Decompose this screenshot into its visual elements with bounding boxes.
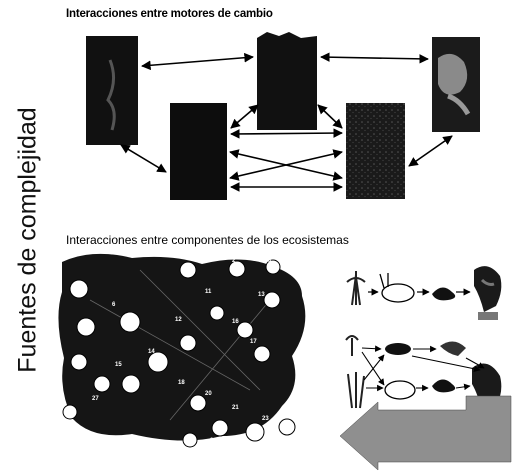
web-node-label: 23	[262, 416, 269, 422]
web-node-label: 27	[92, 396, 99, 402]
web-node-label: 21	[232, 405, 239, 411]
web-node-label: 20	[205, 391, 212, 397]
rabbit2-icon	[384, 380, 416, 400]
bird-icon	[440, 341, 466, 356]
snake2-icon	[432, 379, 456, 393]
hawk-icon	[474, 266, 502, 312]
web-node-label: 3	[268, 258, 272, 264]
arrow-4-5	[230, 128, 343, 139]
mouse-icon	[385, 343, 411, 355]
web-node-label: 24	[210, 438, 217, 444]
grass-icon	[347, 372, 365, 409]
web-node-label: 11	[205, 289, 212, 295]
driver-image-5	[346, 103, 405, 199]
plant-icon	[346, 271, 366, 306]
web-node-label: 14	[148, 349, 155, 355]
driver-arrows	[120, 52, 453, 192]
arrow-1-4	[120, 144, 167, 173]
web-node-label: 15	[115, 362, 122, 368]
web-node-label: 6	[112, 302, 116, 308]
top-section-title: Interacciones entre motores de cambio	[66, 8, 273, 20]
web-node-label: 2	[232, 258, 236, 264]
web-node-label: 25	[240, 442, 247, 448]
web-node-label: 28	[300, 440, 307, 446]
web-node-label: 13	[258, 292, 265, 298]
web-node-label: 29	[300, 430, 307, 436]
flower-icon	[345, 335, 359, 356]
snake-icon	[432, 287, 456, 301]
driver-image-4	[170, 103, 227, 200]
web-node-label: 26	[280, 440, 287, 446]
bottom-section-title: Interacciones entre componentes de los e…	[66, 233, 349, 247]
simple-food-chain	[346, 266, 502, 320]
web-node-label: 16	[232, 319, 239, 325]
arrow-2-3	[320, 52, 429, 64]
web-node-label: 18	[178, 380, 185, 386]
arrow-1-2	[141, 52, 254, 71]
arrow-2-4	[230, 104, 259, 129]
rabbit-icon	[379, 273, 415, 303]
web-node-label: 12	[175, 317, 182, 323]
driver-image-2	[257, 38, 317, 130]
web-node-label: 17	[250, 339, 257, 345]
ecosystem-web: 2 3 6 11 12 13 14 15 16 17 18 20 21 22 2…	[58, 253, 307, 448]
web-node-label: 22	[297, 416, 304, 422]
big-left-arrow	[339, 395, 512, 471]
arrow-3-5	[408, 135, 453, 167]
driver-images	[86, 32, 480, 200]
arrow-cross-b	[229, 149, 343, 181]
arrow-2-5	[317, 104, 343, 129]
